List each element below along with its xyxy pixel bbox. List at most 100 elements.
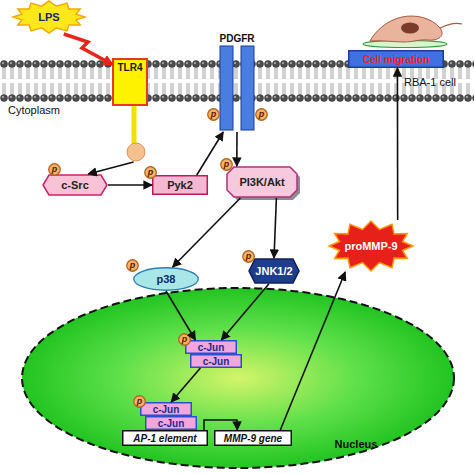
node-label: AP-1 element <box>133 433 196 444</box>
shape-outline <box>214 32 260 132</box>
node-label: p <box>211 110 217 120</box>
phospho-circle: p <box>220 158 233 171</box>
node-label: PDGFR <box>220 33 255 44</box>
adaptor-circle <box>127 143 145 161</box>
signal-arrow <box>280 272 345 430</box>
text-holder: Pyk2 <box>152 175 208 195</box>
oval-outline <box>145 167 157 179</box>
cell-protrusion <box>440 23 462 28</box>
text-holder: AP-1 element <box>122 430 208 446</box>
hexagon-outline <box>249 259 299 283</box>
signal-arrow <box>204 420 237 430</box>
node-label: p <box>130 261 136 271</box>
kinase-hexagon: JNK1/2 <box>248 258 300 284</box>
octagon-outline <box>227 167 297 197</box>
node-label: LPS <box>38 11 59 23</box>
box-outline <box>141 403 192 416</box>
text-holder: TLR4 <box>112 60 148 74</box>
text-holder: c-Src <box>42 174 108 196</box>
text-holder: c-Jun <box>190 354 242 368</box>
signal-arrow <box>88 162 133 174</box>
text-holder: c-Jun <box>185 340 237 354</box>
oval-outline <box>208 109 220 121</box>
node-label: c-Jun <box>198 342 225 353</box>
node-label: proMMP-9 <box>344 240 397 252</box>
signal-arrow <box>173 198 241 267</box>
box-outline <box>349 51 444 68</box>
node-label: PI3K/Akt <box>239 176 284 188</box>
signal-arrow <box>171 368 200 402</box>
enzyme-burst: proMMP-9 <box>328 220 414 272</box>
shape-outline <box>112 58 148 162</box>
text-holder: p <box>220 158 233 171</box>
signal-arrow <box>166 291 195 340</box>
text-holder: JNK1/2 <box>248 258 300 284</box>
phospho-circle: p <box>48 163 61 176</box>
node-label: p <box>52 165 58 175</box>
stimulus-bolt <box>64 34 112 64</box>
node-label: Pyk2 <box>167 179 193 191</box>
phospho-circle: p <box>133 395 146 408</box>
compartment-label: Cytoplasm <box>8 104 60 116</box>
phospho-circle: p <box>144 166 157 179</box>
phospho-circle: p <box>126 259 139 272</box>
transcription-factor: c-Jun <box>140 402 192 416</box>
text-holder: p <box>133 395 146 408</box>
signal-arrow <box>236 132 238 166</box>
node-label: p <box>259 110 265 120</box>
transcription-factor: c-Jun <box>185 340 237 354</box>
kinase-oval: p38 <box>133 267 199 291</box>
promoter-box: AP-1 element <box>122 430 208 446</box>
text-holder: p38 <box>133 267 199 291</box>
signal-arrow <box>397 68 399 220</box>
oval-outline <box>134 396 146 408</box>
text-holder: PI3K/Akt <box>226 166 298 198</box>
node-label: p <box>246 252 252 262</box>
text-holder: MMP-9 gene <box>214 430 292 446</box>
gene-box: MMP-9 gene <box>214 430 292 446</box>
box-outline <box>123 431 208 446</box>
text-holder: p <box>48 163 61 176</box>
burst-outline <box>13 1 85 33</box>
phospho-circle: p <box>255 108 268 121</box>
transcription-factor: c-Jun <box>145 416 197 430</box>
receptor-box: TLR4 <box>112 58 148 162</box>
node-label: p38 <box>157 273 176 285</box>
kinase-octagon: PI3K/Akt <box>226 166 298 198</box>
nucleus-outline <box>22 288 454 468</box>
box-outline <box>186 341 237 354</box>
signal-arrow <box>274 198 276 258</box>
oval-outline <box>179 334 191 346</box>
text-holder: LPS <box>12 0 86 34</box>
text-holder: proMMP-9 <box>328 220 414 272</box>
node-label: MMP-9 gene <box>224 433 282 444</box>
box-outline <box>215 431 292 446</box>
text-holder: p <box>126 259 139 272</box>
receptor-outline <box>113 59 147 105</box>
box-outline <box>146 417 197 430</box>
kinase-hexagon: c-Src <box>42 174 108 196</box>
node-label: c-Jun <box>203 356 230 367</box>
stimulus-burst: LPS <box>12 0 86 34</box>
hexagon-outline <box>43 175 107 195</box>
burst-outline <box>329 221 413 271</box>
node-label: c-Jun <box>153 404 180 415</box>
migrating-cell <box>370 16 442 42</box>
cell-nucleus-art <box>401 23 419 34</box>
text-holder: Nucleus <box>320 436 392 452</box>
phospho-circle: p <box>207 108 220 121</box>
text-holder: c-Jun <box>140 402 192 416</box>
transcription-factor: c-Jun <box>190 354 242 368</box>
text-holder: p <box>242 250 255 263</box>
receptor-stem <box>132 105 137 144</box>
box-outline <box>153 176 208 195</box>
node-label: p <box>224 160 230 170</box>
node-label: c-Jun <box>158 418 185 429</box>
node-label: p <box>148 168 154 178</box>
cell-type-label: RBA-1 cell <box>404 76 456 88</box>
text-holder: Cell migration <box>348 50 444 68</box>
signal-arrow <box>197 132 223 175</box>
box-outline <box>191 355 242 368</box>
